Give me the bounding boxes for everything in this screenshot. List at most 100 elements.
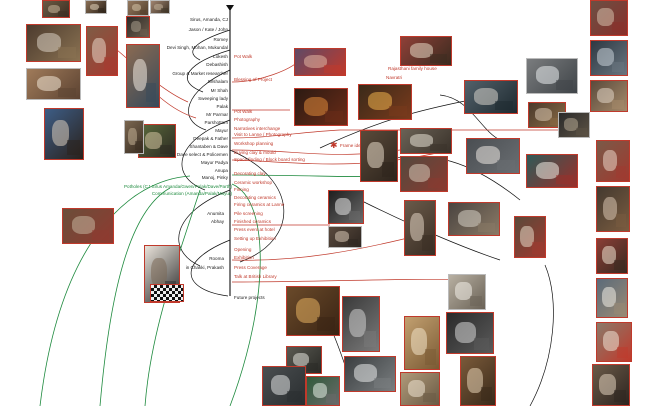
activity-label: Firing ceramics at Lanne bbox=[234, 202, 285, 207]
photo-thumbnail bbox=[342, 296, 380, 352]
photo-thumbnail bbox=[358, 84, 412, 120]
photo-thumbnail bbox=[62, 208, 114, 244]
star-label: Frame idea bbox=[340, 143, 364, 148]
photo-thumbnail bbox=[558, 112, 590, 138]
person-label: Deepak & Father bbox=[193, 136, 228, 141]
person-label: Group & Market researcher bbox=[172, 71, 228, 76]
timeline-head-arrow bbox=[226, 5, 234, 11]
link-curve bbox=[186, 49, 231, 93]
photo-thumbnail bbox=[514, 216, 546, 258]
link-curve bbox=[178, 189, 231, 267]
activity-label: Exhibition bbox=[234, 255, 254, 260]
activity-label: Narratives interchange bbox=[234, 126, 281, 131]
person-label: Sirus, Amanda, CJ bbox=[189, 17, 228, 22]
photo-thumbnail bbox=[592, 364, 630, 406]
activity-label: Setting up Exhibition bbox=[234, 236, 276, 241]
link-curve bbox=[188, 69, 231, 131]
activity-label: Buying clay & mould bbox=[234, 150, 276, 155]
photo-thumbnail bbox=[526, 154, 578, 188]
person-label: in Chakki, Prakash bbox=[185, 265, 224, 270]
person-label: Romey bbox=[213, 37, 228, 42]
activity-label: Pot Walk bbox=[234, 109, 253, 114]
photo-thumbnail bbox=[85, 0, 107, 14]
person-label: Lokesh bbox=[213, 54, 228, 59]
photo-thumbnail bbox=[596, 278, 628, 318]
activity-label: Filming bbox=[234, 187, 249, 192]
person-label: Abhay bbox=[210, 219, 224, 224]
green-connector bbox=[144, 189, 201, 406]
photo-thumbnail bbox=[294, 88, 348, 126]
green-connector bbox=[99, 187, 171, 406]
activity-label: Workshop planning bbox=[234, 141, 274, 146]
link-curve bbox=[190, 239, 231, 297]
activity-label: Decorating ceramics bbox=[234, 195, 276, 200]
red-connector bbox=[231, 279, 471, 283]
person-label: Mr Shah bbox=[210, 88, 228, 93]
person-label: Manoj, Pinky bbox=[201, 175, 228, 180]
photo-thumbnail bbox=[150, 0, 170, 14]
photo-thumbnail bbox=[446, 312, 494, 354]
person-label: Rooma bbox=[209, 256, 224, 261]
caption-rajasthan-family: Rajasthani family house bbox=[388, 66, 437, 71]
photo-thumbnail bbox=[460, 356, 496, 406]
person-label: Mayur Padya bbox=[200, 160, 228, 165]
person-label: Devi Singh, Mohan, Mukundal bbox=[166, 45, 228, 50]
activity-label: Press event at hotel bbox=[234, 227, 275, 232]
photo-thumbnail bbox=[448, 202, 500, 236]
photo-thumbnail bbox=[400, 156, 448, 192]
photo-thumbnail bbox=[466, 138, 520, 174]
photo-thumbnail bbox=[526, 58, 578, 94]
photo-thumbnail bbox=[127, 0, 149, 16]
person-label: Dave select & Policemen bbox=[176, 152, 228, 157]
photo-thumbnail bbox=[306, 376, 340, 406]
photo-thumbnail bbox=[42, 0, 70, 18]
photo-thumbnail bbox=[344, 356, 396, 392]
activity-label: Pile screening bbox=[234, 211, 263, 216]
red-connector bbox=[231, 234, 421, 261]
photo-thumbnail bbox=[596, 186, 630, 232]
checkerboard-photo bbox=[150, 284, 184, 302]
photo-thumbnail bbox=[400, 36, 452, 66]
photo-thumbnail bbox=[126, 44, 160, 108]
person-label: Mr Parmar bbox=[206, 112, 228, 117]
activity-label: Visit to Lanne / Photography bbox=[234, 132, 292, 137]
photo-thumbnail bbox=[328, 190, 364, 224]
activity-label: Space finding / Block board sorting bbox=[234, 157, 305, 162]
person-label: Palak bbox=[216, 104, 229, 109]
link-curve bbox=[529, 264, 554, 406]
photo-thumbnail bbox=[400, 128, 452, 154]
person-label: Anumita bbox=[207, 211, 224, 216]
person-label: Sirshalam bbox=[207, 79, 228, 84]
person-label: Shantaben & Dave bbox=[189, 144, 228, 149]
activity-label: Blessing of Project bbox=[234, 77, 273, 82]
photo-thumbnail bbox=[86, 26, 118, 76]
photo-thumbnail bbox=[26, 68, 81, 100]
photo-thumbnail bbox=[294, 48, 346, 76]
photo-thumbnail bbox=[596, 322, 632, 362]
photo-thumbnail bbox=[26, 24, 81, 62]
person-label: Sweeping lady bbox=[198, 96, 228, 101]
photo-thumbnail bbox=[448, 274, 486, 310]
photo-thumbnail bbox=[596, 238, 628, 274]
group-label: Potholes (CJ Sirus Amanda/Gwen/Palak/Dav… bbox=[123, 184, 232, 189]
green-connector bbox=[229, 183, 261, 406]
photo-thumbnail bbox=[464, 80, 518, 114]
photo-thumbnail bbox=[286, 286, 340, 336]
person-label: Mayur bbox=[215, 128, 228, 133]
activity-label: Opening bbox=[234, 247, 252, 252]
photo-thumbnail bbox=[596, 140, 630, 182]
photo-thumbnail bbox=[44, 108, 84, 160]
photo-thumbnail bbox=[590, 0, 628, 36]
link-curve bbox=[229, 149, 285, 263]
photo-thumbnail bbox=[400, 372, 440, 406]
activity-label: Decorating clay bbox=[234, 171, 266, 176]
person-label: Debashish bbox=[206, 62, 228, 67]
star-icon: ✱ bbox=[330, 140, 338, 150]
photo-thumbnail bbox=[404, 200, 436, 256]
photo-thumbnail bbox=[590, 40, 628, 76]
link-curve bbox=[181, 119, 231, 191]
link-curve bbox=[359, 199, 501, 261]
photo-thumbnail bbox=[138, 124, 176, 158]
group-label: Communication (Amanda/Palak/Mayur) bbox=[151, 191, 232, 196]
